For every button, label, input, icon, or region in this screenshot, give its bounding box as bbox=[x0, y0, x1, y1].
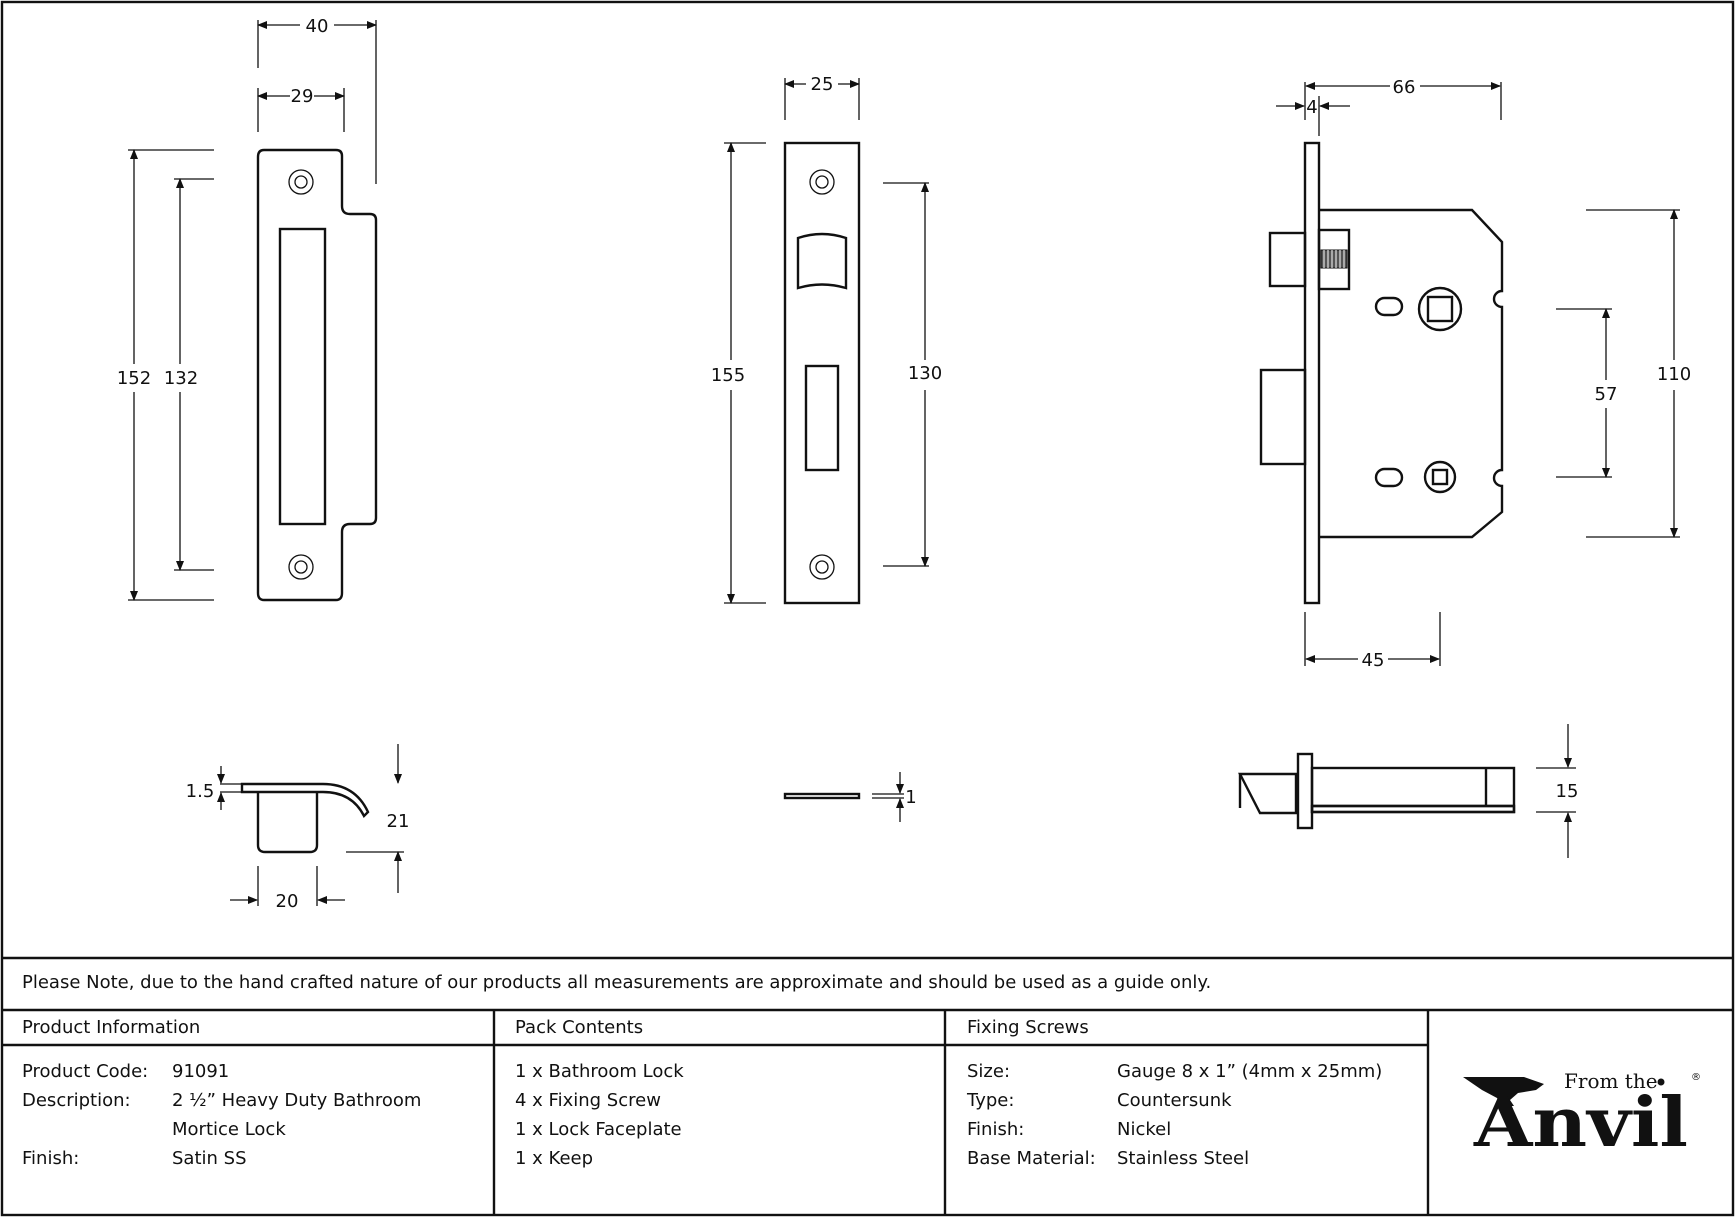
screw-size-label: Size: bbox=[967, 1061, 1011, 1082]
keep-height-holes-label: 132 bbox=[164, 368, 198, 389]
product-code-label: Product Code: bbox=[22, 1061, 149, 1082]
product-info-heading: Product Information bbox=[22, 1017, 201, 1038]
pack-item: 1 x Keep bbox=[515, 1148, 594, 1169]
keep-side-depth-label: 21 bbox=[387, 811, 410, 832]
faceplate-thickness-label: 1 bbox=[905, 787, 916, 808]
keep-width-inner-label: 29 bbox=[291, 86, 314, 107]
keep-side-lip-label: 1.5 bbox=[186, 781, 215, 802]
logo-dot bbox=[1657, 1078, 1665, 1086]
lock-body-dimensions bbox=[1276, 82, 1680, 666]
description-value-continued: Mortice Lock bbox=[172, 1119, 286, 1140]
body-forend-label: 4 bbox=[1306, 97, 1317, 118]
hatch-lines bbox=[1323, 250, 1345, 268]
screw-finish-label: Finish: bbox=[967, 1119, 1025, 1140]
keep-side-dimensions bbox=[217, 744, 404, 906]
lock-body-side-drawing bbox=[1238, 752, 1516, 830]
description-value: 2 ½” Heavy Duty Bathroom bbox=[172, 1090, 422, 1111]
body-centres-label: 57 bbox=[1595, 384, 1618, 405]
keep-plate-drawing bbox=[256, 148, 378, 602]
pack-item: 1 x Lock Faceplate bbox=[515, 1119, 682, 1140]
faceplate-width-label: 25 bbox=[811, 74, 834, 95]
faceplate-side-dimensions bbox=[872, 772, 904, 822]
body-thickness-label: 15 bbox=[1556, 781, 1579, 802]
fixing-screws-heading: Fixing Screws bbox=[967, 1017, 1089, 1038]
product-code-value: 91091 bbox=[172, 1061, 230, 1082]
logo-big-text: Anvil bbox=[1473, 1083, 1688, 1163]
pack-contents-heading: Pack Contents bbox=[515, 1017, 644, 1038]
from-the-anvil-logo: From the ® Anvil bbox=[1463, 1069, 1701, 1163]
body-backset-label: 45 bbox=[1362, 650, 1385, 671]
screw-type-label: Type: bbox=[967, 1090, 1015, 1111]
logo-small-text: From the bbox=[1564, 1069, 1658, 1093]
screw-material-label: Base Material: bbox=[967, 1148, 1096, 1169]
keep-height-outer-label: 152 bbox=[117, 368, 151, 389]
faceplate-side-drawing bbox=[783, 792, 861, 800]
pack-item: 1 x Bathroom Lock bbox=[515, 1061, 684, 1082]
faceplate-drawing bbox=[783, 141, 861, 605]
finish-label: Finish: bbox=[22, 1148, 80, 1169]
screw-finish-value: Nickel bbox=[1117, 1119, 1172, 1140]
anvil-icon bbox=[1463, 1077, 1544, 1106]
screw-material-value: Stainless Steel bbox=[1117, 1148, 1250, 1169]
pack-item: 4 x Fixing Screw bbox=[515, 1090, 661, 1111]
keep-plate-dimensions bbox=[128, 20, 377, 601]
description-label: Description: bbox=[22, 1090, 131, 1111]
keep-side-drawing bbox=[240, 782, 370, 854]
lock-body-drawing bbox=[1259, 141, 1504, 605]
faceplate-holes-label: 130 bbox=[908, 363, 942, 384]
faceplate-height-label: 155 bbox=[711, 365, 745, 386]
dimension-labels: 40 29 152 132 1.5 21 20 25 155 130 1 4 6… bbox=[117, 16, 1691, 912]
body-height-label: 110 bbox=[1657, 364, 1691, 385]
faceplate-dimensions bbox=[724, 78, 929, 604]
logo-mark: ® bbox=[1691, 1072, 1701, 1083]
keep-width-outer-label: 40 bbox=[306, 16, 329, 37]
measurement-note: Please Note, due to the hand crafted nat… bbox=[22, 972, 1212, 993]
lock-body-side-dimensions bbox=[1536, 724, 1576, 858]
screw-type-value: Countersunk bbox=[1117, 1090, 1232, 1111]
keep-side-width-label: 20 bbox=[276, 891, 299, 912]
body-depth-label: 66 bbox=[1393, 77, 1416, 98]
finish-value: Satin SS bbox=[172, 1148, 247, 1169]
screw-size-value: Gauge 8 x 1” (4mm x 25mm) bbox=[1117, 1061, 1383, 1082]
